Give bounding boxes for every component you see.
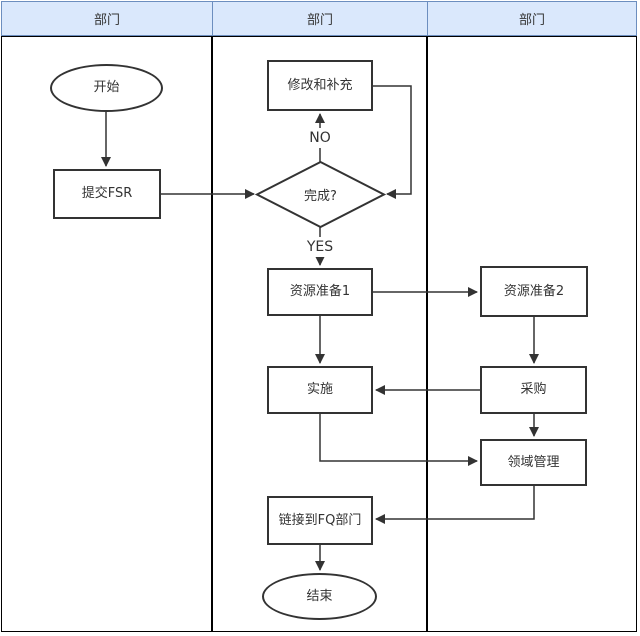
decision-diamond-shape (254, 160, 387, 229)
submit-fsr-node: 提交FSR (53, 169, 161, 219)
lane-header-row: 部门 部门 部门 (1, 1, 637, 36)
end-node: 结束 (262, 573, 377, 620)
edge-implement-to-domain (319, 414, 478, 466)
lane-divider-1 (211, 36, 213, 632)
resource-prep2-node: 资源准备2 (480, 266, 588, 317)
start-node: 开始 (50, 64, 163, 112)
edge-modify-to-decision (373, 85, 412, 199)
edge-label-no: NO (303, 128, 337, 148)
edge-domain-to-linkfq (375, 486, 535, 524)
procurement-node: 采购 (480, 366, 587, 414)
lane-divider-2 (426, 36, 428, 632)
implement-node: 实施 (267, 366, 373, 414)
edge-label-yes: YES (298, 237, 342, 257)
lane-header-1: 部门 (1, 1, 213, 36)
domain-mgmt-node: 领域管理 (480, 439, 587, 486)
link-fq-dept-node: 链接到FQ部门 (267, 496, 373, 545)
resource-prep1-node: 资源准备1 (267, 268, 373, 316)
modify-supplement-node: 修改和补充 (267, 60, 373, 111)
lane-header-3: 部门 (427, 1, 637, 36)
lane-header-2: 部门 (212, 1, 428, 36)
